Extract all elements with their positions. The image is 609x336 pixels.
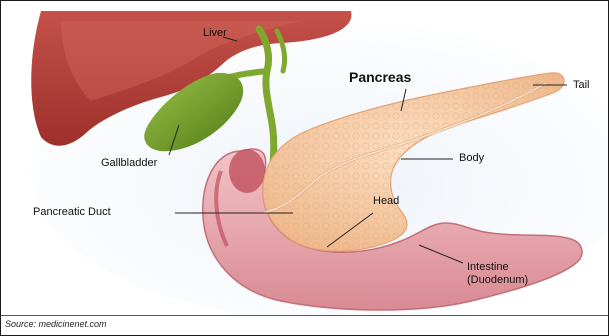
source-divider (1, 315, 608, 316)
label-tail: Tail (573, 79, 590, 91)
label-head: Head (373, 195, 399, 207)
intestine-lumen (229, 149, 265, 193)
label-gallbladder: Gallbladder (101, 157, 157, 169)
pancreas-illustration (1, 1, 608, 315)
diagram-title: Pancreas (349, 69, 411, 85)
label-body: Body (459, 152, 484, 164)
label-duodenum: (Duodenum) (467, 274, 528, 286)
label-liver: Liver (203, 27, 227, 39)
source-caption: Source: medicinenet.com (5, 319, 107, 329)
label-pancreatic-duct: Pancreatic Duct (33, 206, 111, 218)
label-intestine: Intestine (467, 261, 509, 273)
